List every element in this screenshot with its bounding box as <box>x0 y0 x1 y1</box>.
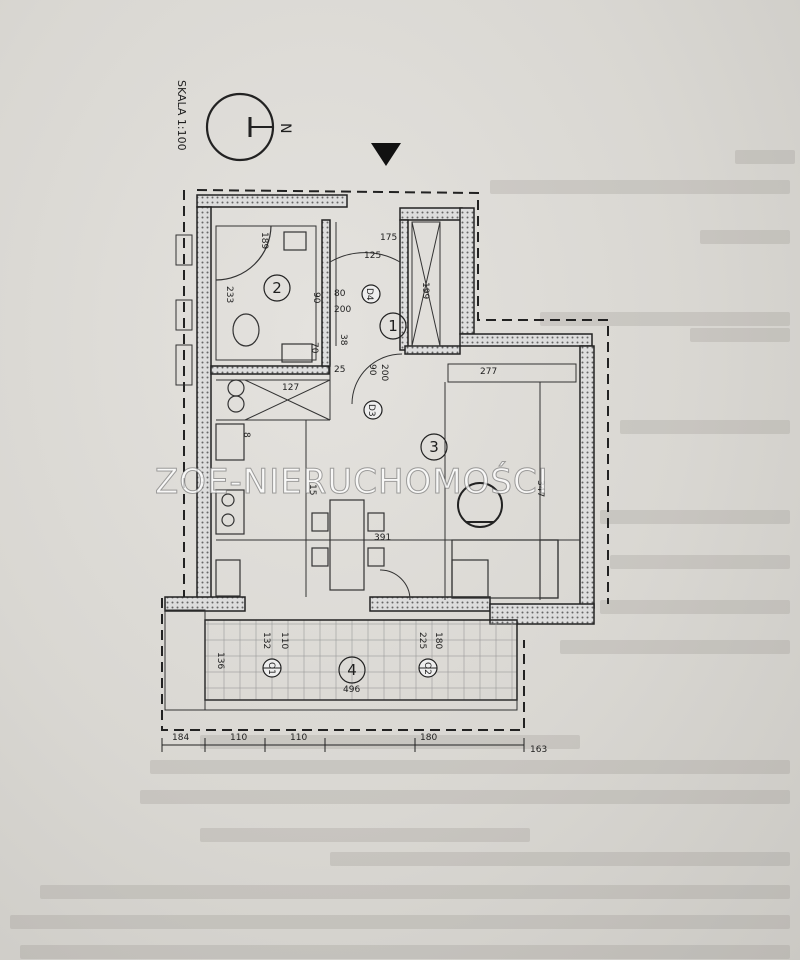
dim-hall-90: 90 <box>311 292 321 304</box>
window-o2-label: O2 <box>422 662 432 675</box>
dim-balcony-180: 180 <box>433 632 443 649</box>
bottom-dim-2: 110 <box>290 733 307 743</box>
ghost-text-line <box>200 828 530 842</box>
sofa <box>451 539 559 599</box>
dim-127: 127 <box>282 383 299 393</box>
dim-hall-80: 80 <box>334 289 346 299</box>
dim-70: 70 <box>309 342 319 354</box>
bottom-dim-0: 184 <box>172 733 189 743</box>
room-marker-4: 4 <box>338 656 366 684</box>
dim-8: 8 <box>241 432 251 438</box>
bottom-dim-3: 180 <box>420 733 437 743</box>
ghost-text-line <box>150 760 790 774</box>
ghost-text-line <box>620 420 790 434</box>
north-compass-icon <box>205 92 275 162</box>
room-3-number: 3 <box>429 438 439 456</box>
dim-90b: 90 <box>367 364 377 376</box>
bathroom-fixtures <box>215 225 313 363</box>
plot-outline-dashed <box>161 189 609 731</box>
dim-391: 391 <box>374 533 391 543</box>
dim-25: 25 <box>334 365 345 375</box>
dim-balcony-496: 496 <box>343 685 360 695</box>
window-o1-label: O1 <box>266 662 276 675</box>
north-label: N <box>277 123 293 133</box>
door-tag-d3 <box>363 400 383 420</box>
dim-bath-top: 189 <box>259 232 269 249</box>
dim-balcony-110: 110 <box>279 632 289 649</box>
ghost-text-line <box>540 312 790 326</box>
room-2-number: 2 <box>272 279 282 297</box>
bottom-dim-4: 163 <box>530 745 547 755</box>
ghost-text-line <box>20 945 790 959</box>
dim-hall-top: 175 <box>380 233 397 243</box>
ghost-text-line <box>140 790 790 804</box>
ghost-text-line <box>600 600 790 614</box>
door-tag-d4 <box>361 284 381 304</box>
ghost-text-line <box>560 640 790 654</box>
dim-balcony-136: 136 <box>215 652 225 669</box>
interior-lines <box>215 221 580 600</box>
ghost-text-line <box>690 328 790 342</box>
dim-bath-side: 233 <box>224 286 234 303</box>
ghost-text-line <box>330 852 790 866</box>
window-o1-icon <box>262 658 282 678</box>
walls <box>164 194 595 625</box>
round-coffee-table <box>457 482 503 528</box>
room-4-number: 4 <box>347 661 357 679</box>
door-swings <box>329 252 411 601</box>
dim-200b: 200 <box>379 364 389 381</box>
bottom-dim-1: 110 <box>230 733 247 743</box>
dim-277: 277 <box>480 367 497 377</box>
entrance-arrow-icon <box>371 143 401 166</box>
ghost-text-line <box>610 555 790 569</box>
dim-balcony-225: 225 <box>417 632 427 649</box>
ghost-text-line <box>40 885 790 899</box>
dim-hall-38: 38 <box>338 334 348 346</box>
ghost-text-line <box>490 180 790 194</box>
window-o2-icon <box>418 658 438 678</box>
door-d4-label: D4 <box>364 288 374 301</box>
room-1-number: 1 <box>388 317 398 335</box>
dim-hall-200: 200 <box>334 305 351 315</box>
room-marker-1: 1 <box>379 312 407 340</box>
ghost-text-line <box>735 150 795 164</box>
kitchen-fixtures <box>215 379 245 597</box>
dim-hall-inner: 125 <box>364 251 381 261</box>
dining-table <box>311 499 385 591</box>
dim-15: 15 <box>307 484 317 495</box>
door-d3-label: D3 <box>366 404 376 417</box>
room-marker-3: 3 <box>420 433 448 461</box>
watermark: ZOE-NIERUCHOMOŚCI <box>155 462 549 503</box>
bottom-dimension-chain <box>161 738 525 752</box>
scale-label: SKALA 1:100 <box>175 80 188 151</box>
ghost-text-line <box>10 915 790 929</box>
dim-347: 347 <box>535 480 545 497</box>
ghost-text-line <box>600 510 790 524</box>
ghost-text-line <box>700 230 790 244</box>
dim-balcony-132: 132 <box>261 632 271 649</box>
room-marker-2: 2 <box>263 274 291 302</box>
left-side-fixtures <box>175 234 193 386</box>
dim-hall-side: 199 <box>420 282 430 299</box>
